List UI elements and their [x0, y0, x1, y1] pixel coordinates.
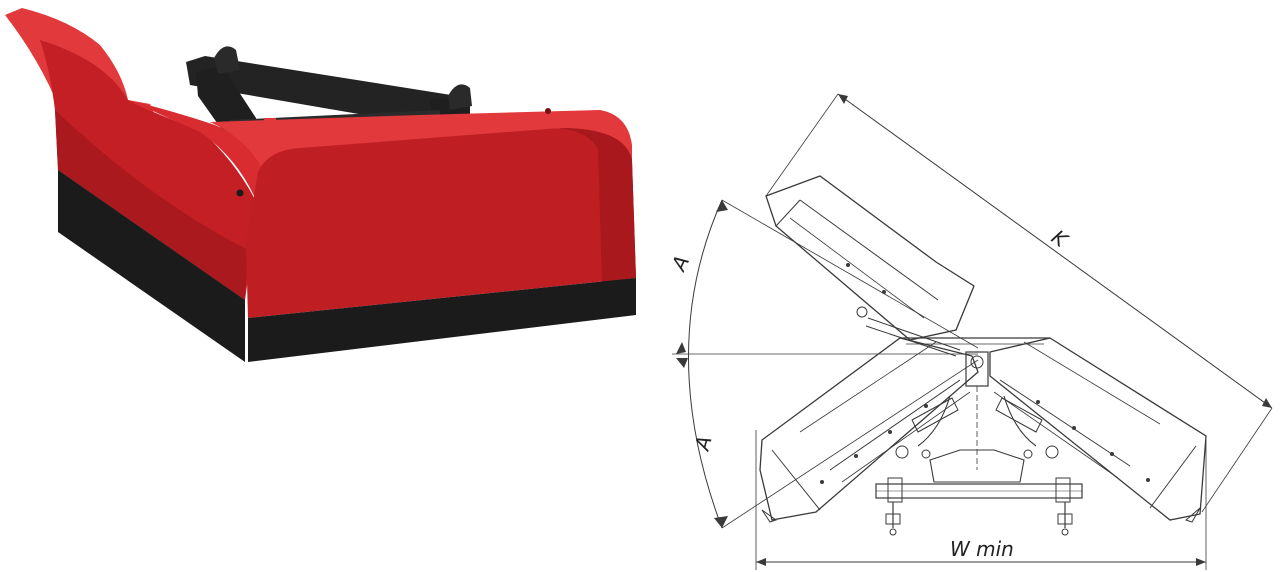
right-wing-end-cap	[560, 128, 636, 282]
arrowhead	[1262, 398, 1272, 408]
dim-k-line	[837, 93, 1273, 409]
angle-ray-lower	[721, 359, 979, 529]
arrowhead	[716, 200, 728, 212]
arrowhead	[838, 94, 848, 104]
blade-center-rib	[128, 100, 265, 205]
swung-wing-outline	[765, 175, 975, 357]
frame-left-ear	[214, 46, 240, 74]
arrowhead	[676, 358, 688, 368]
left-wing-rubber-edge	[58, 170, 245, 362]
left-wing-shadow	[55, 110, 248, 300]
arrowhead	[714, 516, 728, 528]
bolt	[236, 189, 244, 197]
blade-right-wing	[210, 110, 636, 362]
angle-ray-upper	[721, 199, 979, 349]
arrowhead	[756, 558, 766, 566]
right-wing-face	[246, 128, 636, 318]
angle-arc	[688, 199, 723, 529]
blade-left-wing	[5, 8, 258, 362]
angle-label-bottom: A	[689, 433, 716, 454]
frame-right-ear	[448, 84, 472, 110]
dim-label-w-min: W min	[950, 537, 1014, 561]
right-wing-rubber-edge	[248, 278, 636, 362]
right-wing-outline	[989, 337, 1207, 523]
mount-frame-outline	[875, 477, 1083, 536]
v-blade-snow-plow-3d-render	[5, 8, 636, 362]
dim-label-k: K	[1047, 225, 1073, 253]
v-blade-top-view-technical-drawing	[672, 93, 1273, 570]
frame-crossbar	[186, 56, 470, 130]
bolt	[545, 108, 551, 114]
arrowhead	[1196, 558, 1206, 566]
arrowhead	[676, 342, 686, 354]
mount-bracket	[264, 118, 276, 132]
dim-k-ext-bottom	[1201, 407, 1273, 513]
center-pivot-assembly	[895, 351, 1059, 483]
dim-k-ext-top	[765, 93, 839, 197]
left-wing-outline	[759, 337, 979, 523]
angle-label-top: A	[666, 252, 694, 276]
